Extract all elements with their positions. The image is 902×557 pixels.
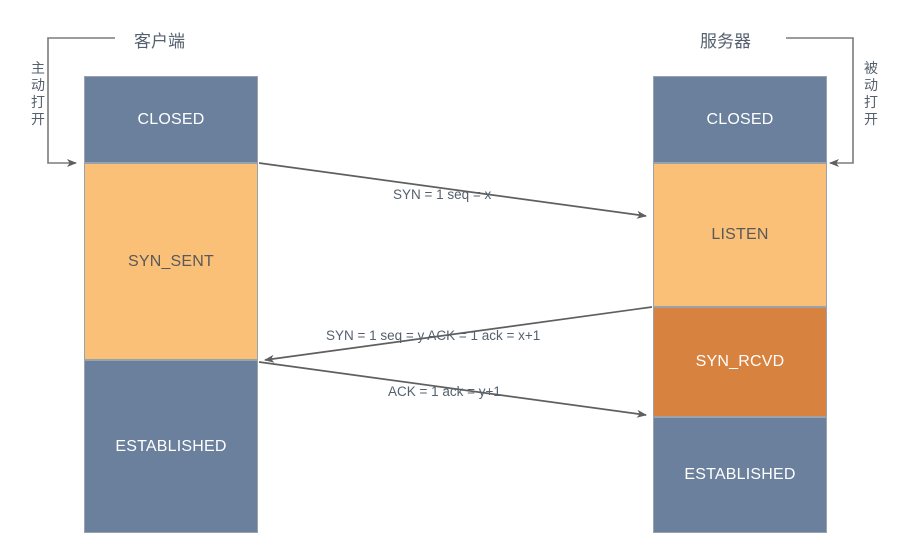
server-state-closed[interactable]: CLOSED	[653, 76, 827, 163]
client-active-open-char-1: 主	[31, 60, 45, 76]
client-active-open-char-2: 动	[31, 77, 45, 93]
server-passive-open-char-2: 动	[864, 77, 878, 93]
client-state-syn-sent[interactable]: SYN_SENT	[84, 163, 258, 360]
server-state-closed-label: CLOSED	[706, 110, 774, 128]
client-active-open-char-3: 打	[31, 94, 45, 110]
message-label-3: ACK = 1 ack = y+1	[388, 384, 501, 399]
server-state-listen-label: LISTEN	[711, 226, 769, 243]
server-state-listen[interactable]: LISTEN	[653, 163, 827, 307]
client-state-closed[interactable]: CLOSED	[84, 76, 258, 163]
message-label-2: SYN = 1 seq = y ACK = 1 ack = x+1	[326, 328, 541, 343]
server-state-established[interactable]: ESTABLISHED	[653, 417, 827, 533]
client-state-column: CLOSED SYN_SENT ESTABLISHED	[84, 76, 258, 533]
client-active-open-char-4: 开	[31, 111, 45, 127]
server-state-column: CLOSED LISTEN SYN_RCVD ESTABLISHED	[653, 76, 827, 533]
server-passive-open-char-3: 打	[864, 94, 878, 110]
server-state-established-label: ESTABLISHED	[684, 466, 796, 483]
server-passive-open-label: 被 动 打 开	[863, 60, 879, 128]
server-passive-open-char-4: 开	[864, 111, 878, 127]
client-state-established-label: ESTABLISHED	[115, 437, 227, 455]
message-label-1: SYN = 1 seq = x	[393, 187, 492, 202]
server-state-syn-rcvd-label: SYN_RCVD	[695, 353, 785, 370]
client-state-established[interactable]: ESTABLISHED	[84, 360, 258, 533]
client-active-open-label: 主 动 打 开	[30, 60, 46, 128]
server-title: 服务器	[700, 32, 751, 51]
server-state-syn-rcvd[interactable]: SYN_RCVD	[653, 307, 827, 417]
client-state-closed-label: CLOSED	[137, 110, 205, 128]
client-state-syn-sent-label: SYN_SENT	[127, 252, 215, 270]
server-passive-open-char-1: 被	[864, 60, 878, 76]
client-title: 客户端	[134, 32, 185, 51]
